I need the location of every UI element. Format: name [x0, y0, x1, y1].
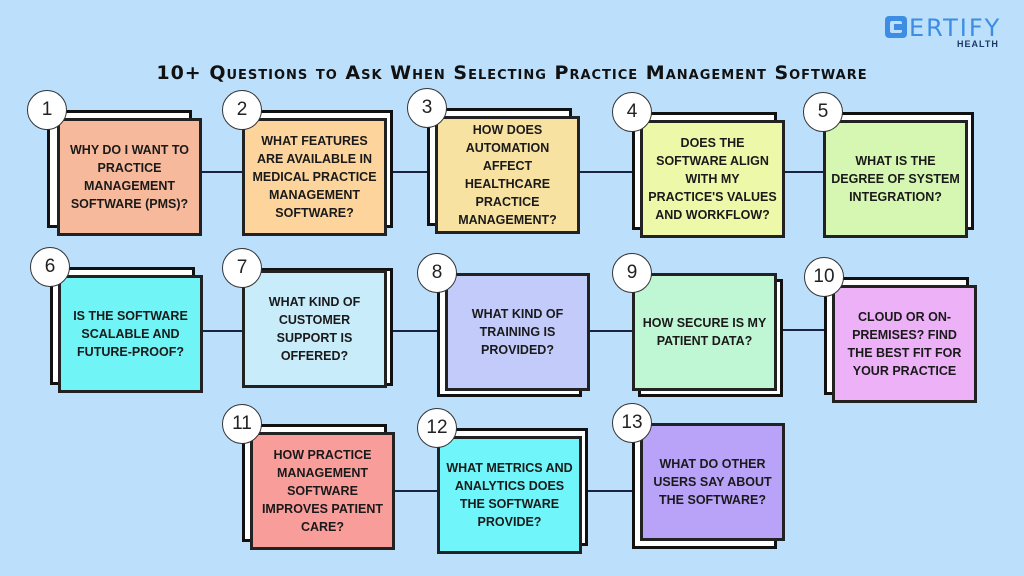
card-number: 11 — [222, 404, 262, 444]
card-number: 12 — [417, 408, 457, 448]
connector — [588, 330, 634, 332]
card-number: 10 — [804, 257, 844, 297]
card-number: 4 — [612, 92, 652, 132]
card-number: 3 — [407, 88, 447, 128]
question-card: HOW DOES AUTOMATION AFFECT HEALTHCARE PR… — [407, 88, 580, 234]
card-number: 13 — [612, 403, 652, 443]
question-text: WHAT DO OTHER USERS SAY ABOUT THE SOFTWA… — [653, 457, 772, 507]
card-front: WHAT DO OTHER USERS SAY ABOUT THE SOFTWA… — [640, 423, 785, 541]
question-card: WHAT IS THE DEGREE OF SYSTEM INTEGRATION… — [803, 92, 974, 238]
card-front: WHY DO I WANT TO PRACTICE MANAGEMENT SOF… — [57, 118, 202, 236]
connector — [580, 490, 642, 492]
logo-sub: HEALTH — [957, 39, 999, 49]
card-front: WHAT IS THE DEGREE OF SYSTEM INTEGRATION… — [823, 120, 968, 238]
question-text: DOES THE SOFTWARE ALIGN WITH MY PRACTICE… — [648, 136, 777, 222]
card-number: 5 — [803, 92, 843, 132]
card-front: WHAT METRICS AND ANALYTICS DOES THE SOFT… — [437, 436, 582, 554]
question-card: WHY DO I WANT TO PRACTICE MANAGEMENT SOF… — [27, 90, 202, 236]
question-card: WHAT KIND OF TRAINING IS PROVIDED? 8 — [417, 253, 590, 397]
card-number: 8 — [417, 253, 457, 293]
connector — [385, 171, 437, 173]
connector — [200, 330, 245, 332]
question-card: DOES THE SOFTWARE ALIGN WITH MY PRACTICE… — [612, 92, 785, 238]
question-text: WHY DO I WANT TO PRACTICE MANAGEMENT SOF… — [70, 143, 189, 211]
card-number: 6 — [30, 247, 70, 287]
connector — [385, 330, 447, 332]
connector — [775, 329, 835, 331]
card-number: 9 — [612, 253, 652, 293]
question-card: WHAT METRICS AND ANALYTICS DOES THE SOFT… — [417, 408, 588, 554]
question-text: HOW DOES AUTOMATION AFFECT HEALTHCARE PR… — [458, 123, 557, 227]
question-card: CLOUD OR ON-PREMISES? FIND THE BEST FIT … — [804, 257, 977, 403]
card-front: DOES THE SOFTWARE ALIGN WITH MY PRACTICE… — [640, 120, 785, 238]
question-text: HOW PRACTICE MANAGEMENT SOFTWARE IMPROVE… — [261, 448, 384, 534]
question-card: IS THE SOFTWARE SCALABLE AND FUTURE-PROO… — [30, 247, 203, 393]
card-number: 2 — [222, 90, 262, 130]
card-front: WHAT KIND OF CUSTOMER SUPPORT IS OFFERED… — [242, 270, 387, 388]
card-front: HOW DOES AUTOMATION AFFECT HEALTHCARE PR… — [435, 116, 580, 234]
connector — [578, 171, 642, 173]
question-card: HOW SECURE IS MY PATIENT DATA? 9 — [612, 253, 783, 397]
question-card: WHAT KIND OF CUSTOMER SUPPORT IS OFFERED… — [222, 248, 393, 388]
certify-health-logo: ERTIFY HEALTH — [885, 14, 1015, 50]
question-text: WHAT KIND OF TRAINING IS PROVIDED? — [471, 307, 564, 357]
question-card: HOW PRACTICE MANAGEMENT SOFTWARE IMPROVE… — [222, 404, 395, 550]
card-front: HOW SECURE IS MY PATIENT DATA? — [632, 273, 777, 391]
question-card: WHAT FEATURES ARE AVAILABLE IN MEDICAL P… — [222, 90, 393, 236]
connector — [393, 490, 439, 492]
question-text: IS THE SOFTWARE SCALABLE AND FUTURE-PROO… — [73, 309, 188, 359]
card-front: HOW PRACTICE MANAGEMENT SOFTWARE IMPROVE… — [250, 432, 395, 550]
logo-c-icon — [885, 16, 907, 38]
card-front: WHAT KIND OF TRAINING IS PROVIDED? — [445, 273, 590, 391]
question-text: CLOUD OR ON-PREMISES? FIND THE BEST FIT … — [847, 310, 962, 378]
logo-word: ERTIFY — [909, 14, 1002, 42]
page-title: 10+ Questions to Ask When Selecting Prac… — [156, 62, 868, 84]
question-text: WHAT FEATURES ARE AVAILABLE IN MEDICAL P… — [252, 134, 377, 220]
card-front: CLOUD OR ON-PREMISES? FIND THE BEST FIT … — [832, 285, 977, 403]
card-number: 1 — [27, 90, 67, 130]
question-card: WHAT DO OTHER USERS SAY ABOUT THE SOFTWA… — [612, 403, 785, 549]
card-front: IS THE SOFTWARE SCALABLE AND FUTURE-PROO… — [58, 275, 203, 393]
card-number: 7 — [222, 248, 262, 288]
question-text: WHAT METRICS AND ANALYTICS DOES THE SOFT… — [446, 461, 573, 529]
connector — [783, 171, 825, 173]
connector — [200, 171, 245, 173]
card-front: WHAT FEATURES ARE AVAILABLE IN MEDICAL P… — [242, 118, 387, 236]
question-text: HOW SECURE IS MY PATIENT DATA? — [642, 316, 767, 348]
question-text: WHAT IS THE DEGREE OF SYSTEM INTEGRATION… — [831, 154, 960, 204]
question-text: WHAT KIND OF CUSTOMER SUPPORT IS OFFERED… — [268, 295, 361, 363]
